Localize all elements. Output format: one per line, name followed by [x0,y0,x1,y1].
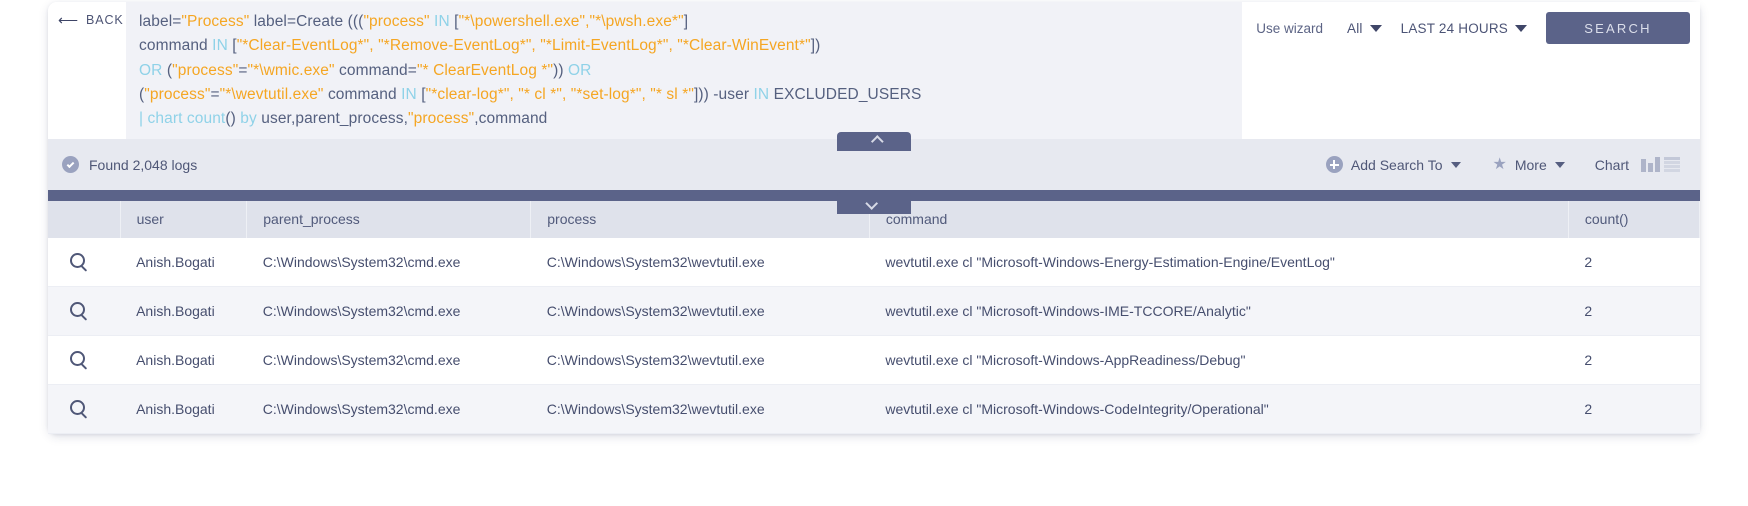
chart-label: Chart [1594,156,1629,173]
chevron-down-icon [1554,161,1565,168]
chevron-down-icon [864,196,878,210]
row-expand-cell[interactable] [48,335,121,385]
cell-command: wevtutil.exe cl "Microsoft-Windows-IME-T… [869,286,1569,336]
table-row[interactable]: Anish.Bogati C:\Windows\System32\cmd.exe… [48,384,1700,434]
query-bar: ⟵ BACK label="Process" label=Create ((("… [48,2,1700,139]
cell-process: C:\Windows\System32\wevtutil.exe [530,335,870,385]
plus-circle-icon [1325,156,1343,173]
view-toggle-group [1641,157,1682,172]
more-button[interactable]: ★ More [1477,155,1581,173]
query-line-4: ("process"="*\wevtutil.exe" command IN [… [139,85,922,103]
table-row[interactable]: Anish.Bogati C:\Windows\System32\cmd.exe… [48,335,1700,385]
add-search-to-label: Add Search To [1350,156,1443,173]
table-view-icon[interactable] [1664,157,1680,172]
cell-command: wevtutil.exe cl "Microsoft-Windows-CodeI… [869,384,1569,434]
scope-filter-value: All [1347,20,1363,36]
cell-parent-process: C:\Windows\System32\cmd.exe [246,335,531,385]
collapse-query-tab[interactable] [837,132,911,151]
row-expand-cell[interactable] [48,384,121,434]
cell-user: Anish.Bogati [120,286,247,336]
query-input[interactable]: label="Process" label=Create ((("process… [126,2,1243,139]
cell-count: 2 [1568,238,1700,287]
table-row[interactable]: Anish.Bogati C:\Windows\System32\cmd.exe… [48,286,1700,336]
table-header: user parent_process process command coun… [48,201,1701,238]
arrow-left-icon: ⟵ [58,12,79,28]
use-wizard-link[interactable]: Use wizard [1256,20,1323,36]
table-body: Anish.Bogati C:\Windows\System32\cmd.exe… [48,238,1700,434]
cell-process: C:\Windows\System32\wevtutil.exe [530,286,870,336]
search-magnifier-icon[interactable] [70,351,85,366]
column-header-command[interactable]: command [869,201,1569,238]
row-expand-cell[interactable] [48,238,121,287]
search-magnifier-icon[interactable] [70,302,85,317]
query-line-5: | chart count() by user,parent_process,"… [139,110,548,128]
search-button[interactable]: SEARCH [1546,12,1690,44]
query-line-3: OR ("process"="*\wmic.exe" command="* Cl… [139,61,592,79]
cell-process: C:\Windows\System32\wevtutil.exe [530,384,870,434]
found-logs-text: Found 2,048 logs [89,156,198,173]
table-header-row: user parent_process process command coun… [48,201,1701,238]
column-header-actions [48,201,121,238]
column-header-count[interactable]: count() [1568,201,1701,238]
time-range-value: LAST 24 HOURS [1400,20,1508,36]
cell-count: 2 [1568,286,1700,336]
cell-parent-process: C:\Windows\System32\cmd.exe [246,238,531,287]
table-row[interactable]: Anish.Bogati C:\Windows\System32\cmd.exe… [48,238,1700,287]
row-expand-cell[interactable] [48,286,121,336]
cell-count: 2 [1568,384,1700,434]
expand-results-tab[interactable] [837,192,911,214]
back-button-label: BACK [85,13,124,27]
cell-count: 2 [1568,335,1700,385]
results-status: Found 2,048 logs [62,156,197,173]
cell-command: wevtutil.exe cl "Microsoft-Windows-Energ… [869,238,1569,287]
toolbar-actions: Add Search To ★ More Chart [1310,156,1682,173]
query-line-1: label="Process" label=Create ((("process… [139,13,689,30]
star-icon: ★ [1492,155,1507,173]
search-magnifier-icon[interactable] [70,253,85,268]
cell-command: wevtutil.exe cl "Microsoft-Windows-AppRe… [869,335,1569,385]
query-line-2: command IN ["*Clear-EventLog*", "*Remove… [139,37,821,55]
bar-chart-icon[interactable] [1641,157,1660,172]
time-range-dropdown[interactable]: LAST 24 HOURS [1391,21,1536,36]
column-header-user[interactable]: user [120,201,248,238]
column-header-parent-process[interactable]: parent_process [246,201,532,238]
more-label: More [1514,156,1547,173]
chevron-down-icon [1369,24,1382,32]
cell-parent-process: C:\Windows\System32\cmd.exe [246,384,531,434]
column-header-process[interactable]: process [530,201,870,238]
check-circle-icon [62,156,79,173]
cell-user: Anish.Bogati [120,238,247,287]
cell-parent-process: C:\Windows\System32\cmd.exe [246,286,531,336]
search-magnifier-icon[interactable] [70,400,85,415]
cell-user: Anish.Bogati [120,335,247,385]
chevron-down-icon [1515,24,1527,32]
cell-process: C:\Windows\System32\wevtutil.exe [530,238,870,287]
search-controls: Use wizard All LAST 24 HOURS SEARCH [1242,2,1700,48]
add-search-to-button[interactable]: Add Search To [1310,156,1477,173]
results-table: user parent_process process command coun… [48,201,1701,434]
chevron-up-icon [870,135,884,148]
cell-user: Anish.Bogati [120,384,247,434]
search-results-card: ⟵ BACK label="Process" label=Create ((("… [48,2,1701,434]
chevron-down-icon [1450,161,1461,168]
back-button[interactable]: ⟵ BACK [48,2,126,27]
scope-filter-dropdown[interactable]: All [1337,21,1391,36]
